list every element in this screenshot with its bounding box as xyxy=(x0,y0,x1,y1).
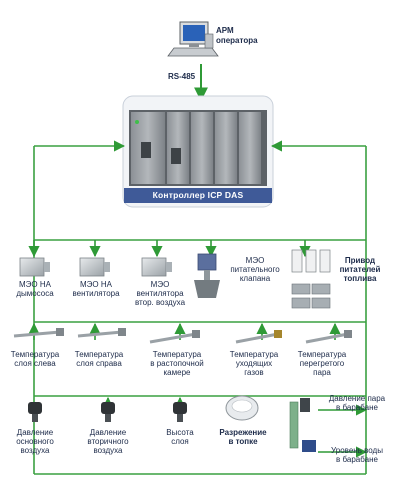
pressure-transmitter-icon-3 xyxy=(173,402,187,422)
temp-label-4c: газов xyxy=(244,368,264,377)
actuator-icon-2 xyxy=(79,257,110,277)
actuator-label-3c: втор. воздуха xyxy=(134,298,186,307)
pressure-label-2b: вторичного xyxy=(87,437,129,446)
actuator-label-3b: вентилятора xyxy=(136,289,184,298)
thermocouple-icon-1 xyxy=(13,328,64,338)
rs485-label: RS-485 xyxy=(168,72,196,81)
actuator-icon-1 xyxy=(19,257,50,277)
pressure-label-1c: воздуха xyxy=(20,446,50,455)
temp-label-2b: слоя справа xyxy=(76,359,122,368)
workstation-label-line1: АРМ xyxy=(216,26,234,35)
actuator-label-4a: МЭО xyxy=(245,256,265,265)
controller-label: Контроллер ICP DAS xyxy=(152,190,244,200)
actuator-drops xyxy=(28,240,311,258)
temp-label-3a: Температура xyxy=(152,350,202,359)
temp-label-1a: Температура xyxy=(10,350,60,359)
pressure-label-3a: Высота xyxy=(166,428,194,437)
actuator-label-2b: вентилятора xyxy=(72,289,120,298)
pressure-label-4a: Разрежение xyxy=(219,428,267,437)
pressure-label-2a: Давление xyxy=(89,428,127,437)
pressure-transmitter-icon-2 xyxy=(101,402,115,422)
temp-label-1b: слоя слева xyxy=(14,359,56,368)
pressure-label-2c: воздуха xyxy=(93,446,123,455)
actuator-label-3a: МЭО xyxy=(150,280,170,289)
actuator-label-2a: МЭО НА xyxy=(80,280,112,289)
drum-label-1b: в барабане xyxy=(336,403,378,412)
thermocouple-icon-5 xyxy=(305,330,352,344)
drum-label-1a: Давление пара xyxy=(328,394,386,403)
valve-actuator-icon xyxy=(194,253,220,298)
fuel-feeder-drive-icon xyxy=(291,249,331,309)
temp-label-4b: уходящих xyxy=(235,359,273,368)
thermocouple-icon-4 xyxy=(235,330,282,344)
thermocouple-icon-2 xyxy=(77,328,126,338)
temp-label-5a: Температура xyxy=(297,350,347,359)
drum-label-2a: Уровень воды xyxy=(331,446,383,455)
drum-label-2b: в барабане xyxy=(336,455,378,464)
actuator-label-5b: питателей xyxy=(339,265,381,274)
pressure-transmitter-icon-1 xyxy=(28,402,42,422)
workstation-label-line2: оператора xyxy=(216,36,258,45)
vacuum-gauge-icon xyxy=(225,395,259,421)
actuator-label-5a: Привод xyxy=(344,256,376,265)
temp-label-2a: Температура xyxy=(74,350,124,359)
actuator-icon-3 xyxy=(141,257,172,277)
pressure-label-4b: в топке xyxy=(228,437,258,446)
temperature-drops xyxy=(28,322,341,340)
pressure-label-3b: слоя xyxy=(171,437,189,446)
actuator-label-1b: дымососа xyxy=(16,289,54,298)
pressure-label-1a: Давление xyxy=(16,428,54,437)
drum-level-gauge-icon xyxy=(289,398,316,452)
bus-lines xyxy=(33,140,367,475)
temp-label-5b: перегретого xyxy=(299,359,345,368)
controller-panel xyxy=(122,95,274,208)
computer-icon xyxy=(167,21,219,57)
temp-label-4a: Температура xyxy=(229,350,279,359)
actuator-label-4b: питательного xyxy=(230,265,280,274)
actuator-label-4c: клапана xyxy=(239,274,271,283)
actuator-label-1a: МЭО НА xyxy=(19,280,51,289)
pressure-label-1b: основного xyxy=(16,437,54,446)
thermocouple-icon-3 xyxy=(149,330,200,344)
temp-label-3b: в растопочной xyxy=(150,359,204,368)
temp-label-5c: пара xyxy=(313,368,331,377)
actuator-label-5c: топлива xyxy=(343,274,377,283)
temp-label-3c: камере xyxy=(163,368,191,377)
